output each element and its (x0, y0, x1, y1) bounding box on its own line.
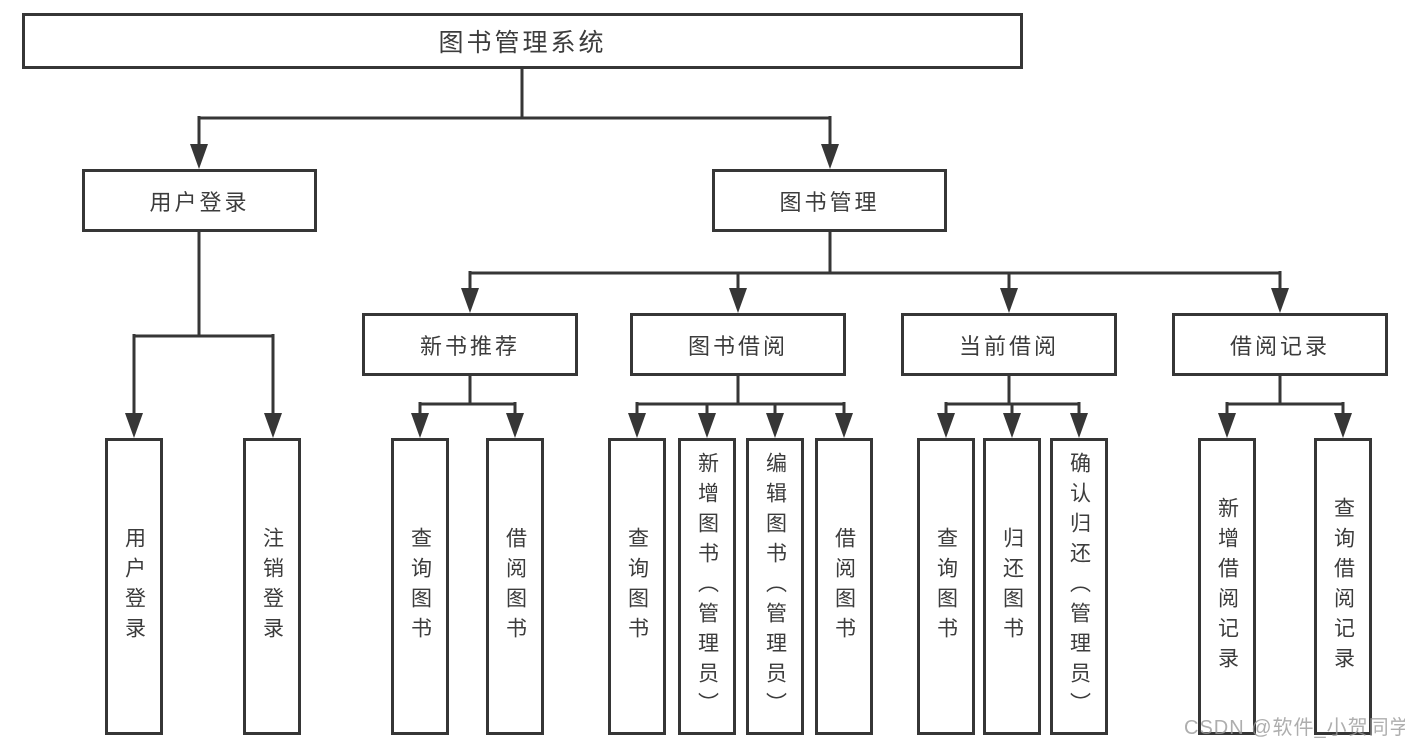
leaf-query-borrow-record: 查询借阅记录 (1314, 438, 1372, 735)
node-label: 图书管理系统 (438, 29, 607, 57)
node-label: 新增借阅记录 (1215, 496, 1239, 677)
leaf-user-login: 用户登录 (105, 438, 163, 735)
leaf-query-books-borrowing: 查询图书 (608, 438, 666, 735)
node-label: 用户登录 (149, 189, 250, 215)
node-library-system: 图书管理系统 (22, 13, 1023, 69)
node-label: 借阅图书 (503, 526, 527, 647)
leaf-return-books: 归还图书 (983, 438, 1041, 735)
node-label: 借阅记录 (1229, 333, 1330, 359)
node-label: 归还图书 (1000, 526, 1024, 647)
node-label: 新书推荐 (419, 333, 520, 359)
node-book-borrowing: 图书借阅 (630, 313, 846, 376)
leaf-logout: 注销登录 (243, 438, 301, 735)
leaf-borrow-books: 借阅图书 (815, 438, 873, 735)
node-label: 新增图书（管理员） (695, 451, 719, 722)
node-label: 注销登录 (260, 526, 284, 647)
leaf-query-books-current: 查询图书 (917, 438, 975, 735)
node-label: 图书管理 (779, 189, 880, 215)
leaf-confirm-return-admin: 确认归还（管理员） (1050, 438, 1108, 735)
watermark-text: CSDN @软件_小贺同学 (1184, 717, 1405, 739)
node-label: 编辑图书（管理员） (763, 451, 787, 722)
node-user-login: 用户登录 (82, 169, 317, 232)
node-current-borrowing: 当前借阅 (901, 313, 1117, 376)
leaf-edit-books-admin: 编辑图书（管理员） (746, 438, 804, 735)
node-borrow-records: 借阅记录 (1172, 313, 1388, 376)
node-label: 当前借阅 (958, 333, 1059, 359)
node-label: 查询图书 (934, 526, 958, 647)
leaf-query-books-recommend: 查询图书 (391, 438, 449, 735)
node-new-book-recommend: 新书推荐 (362, 313, 578, 376)
node-label: 查询图书 (625, 526, 649, 647)
node-label: 借阅图书 (832, 526, 856, 647)
leaf-borrow-books-recommend: 借阅图书 (486, 438, 544, 735)
node-label: 查询图书 (408, 526, 432, 647)
leaf-add-books-admin: 新增图书（管理员） (678, 438, 736, 735)
node-label: 图书借阅 (687, 333, 788, 359)
leaf-add-borrow-record: 新增借阅记录 (1198, 438, 1256, 735)
node-label: 用户登录 (122, 526, 146, 647)
node-book-management: 图书管理 (712, 169, 947, 232)
node-label: 确认归还（管理员） (1067, 451, 1091, 722)
node-label: 查询借阅记录 (1331, 496, 1355, 677)
